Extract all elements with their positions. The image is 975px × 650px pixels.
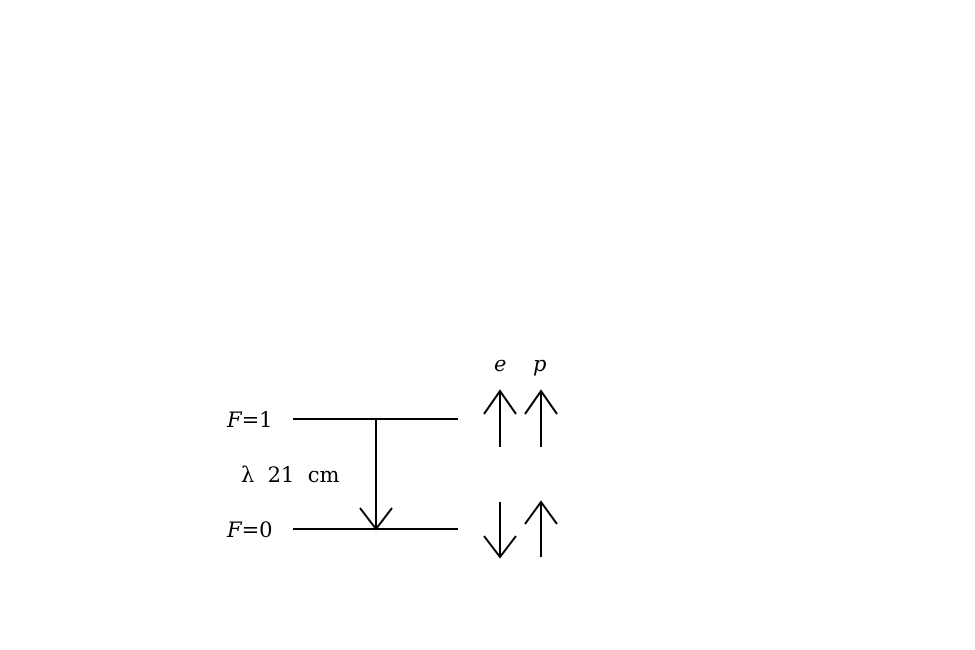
electron-header: e: [494, 352, 506, 376]
upper-electron-spin-up-arrow-icon: [483, 389, 517, 447]
lower-level-label: F=0: [226, 518, 273, 542]
proton-header: p: [533, 352, 546, 376]
upper-level-label: F=1: [226, 408, 273, 432]
lower-proton-spin-up-arrow-icon: [524, 500, 558, 557]
transition-label: λ 21 cm: [241, 463, 339, 487]
upper-proton-spin-up-arrow-icon: [524, 389, 558, 447]
transition-arrow-icon: [359, 419, 393, 531]
lower-electron-spin-down-arrow-icon: [483, 502, 517, 559]
